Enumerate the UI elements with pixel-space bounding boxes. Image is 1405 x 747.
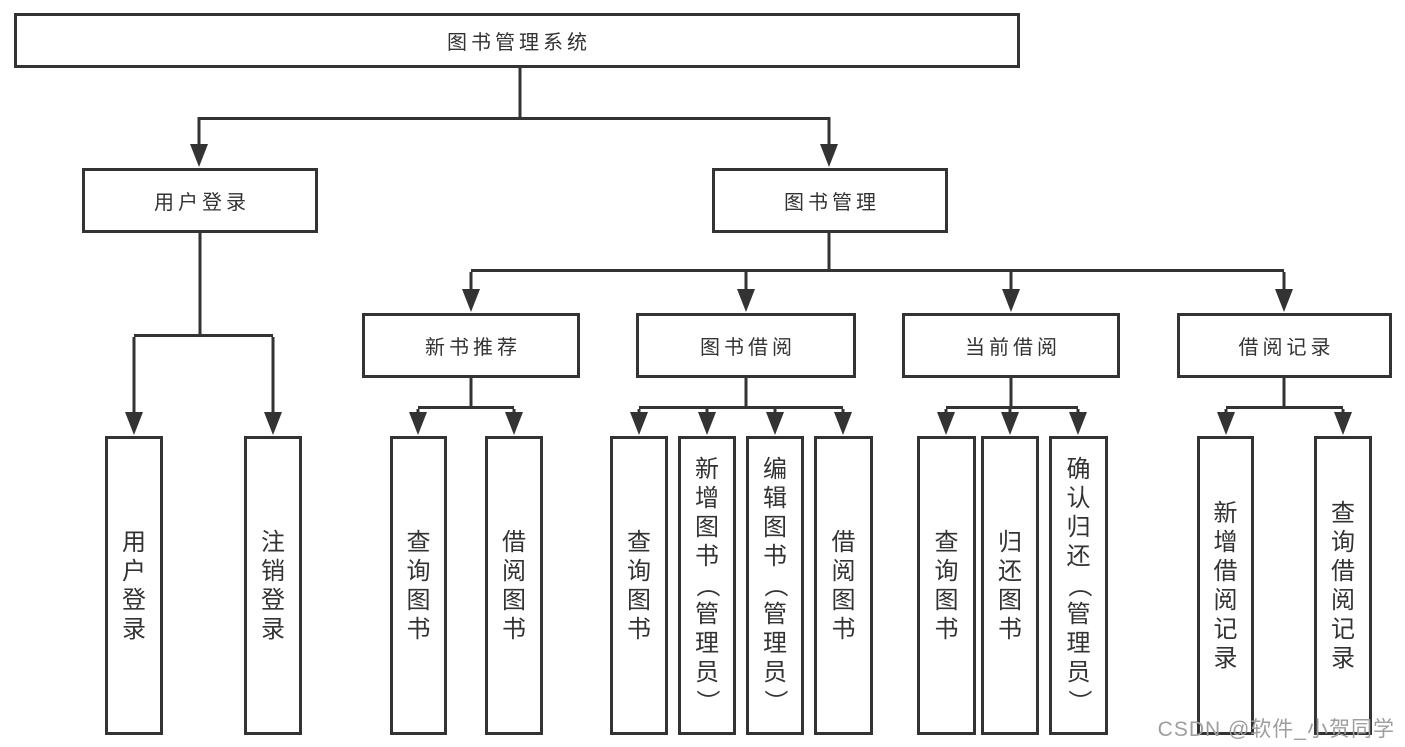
leaf-bb-borrow-books: 借阅图书 [814, 436, 873, 735]
watermark: CSDN @软件_小贺同学 [1157, 718, 1395, 741]
node-book-borrow: 图书借阅 [636, 313, 856, 378]
node-borrow-records: 借阅记录 [1177, 313, 1392, 378]
node-user-login: 用户登录 [82, 168, 318, 233]
leaf-nb-query-books: 查询图书 [390, 436, 447, 735]
node-current-borrow: 当前借阅 [902, 313, 1120, 378]
leaf-cb-confirm-return-admin: 确认归还（管理员） [1049, 436, 1108, 735]
leaf-cb-query-books: 查询图书 [917, 436, 976, 735]
leaf-logout: 注销登录 [244, 436, 302, 735]
leaf-cb-return-books: 归还图书 [981, 436, 1039, 735]
node-new-book-recommend: 新书推荐 [362, 313, 580, 378]
leaf-bb-edit-books-admin: 编辑图书（管理员） [746, 436, 804, 735]
node-library-management-system: 图书管理系统 [14, 13, 1020, 68]
leaf-bb-add-books-admin: 新增图书（管理员） [678, 436, 736, 735]
leaf-br-add-record: 新增借阅记录 [1197, 436, 1254, 735]
leaf-user-login: 用户登录 [105, 436, 163, 735]
leaf-nb-borrow-books: 借阅图书 [485, 436, 543, 735]
leaf-br-query-record: 查询借阅记录 [1314, 436, 1372, 735]
node-book-management: 图书管理 [712, 168, 948, 233]
leaf-bb-query-books: 查询图书 [610, 436, 668, 735]
